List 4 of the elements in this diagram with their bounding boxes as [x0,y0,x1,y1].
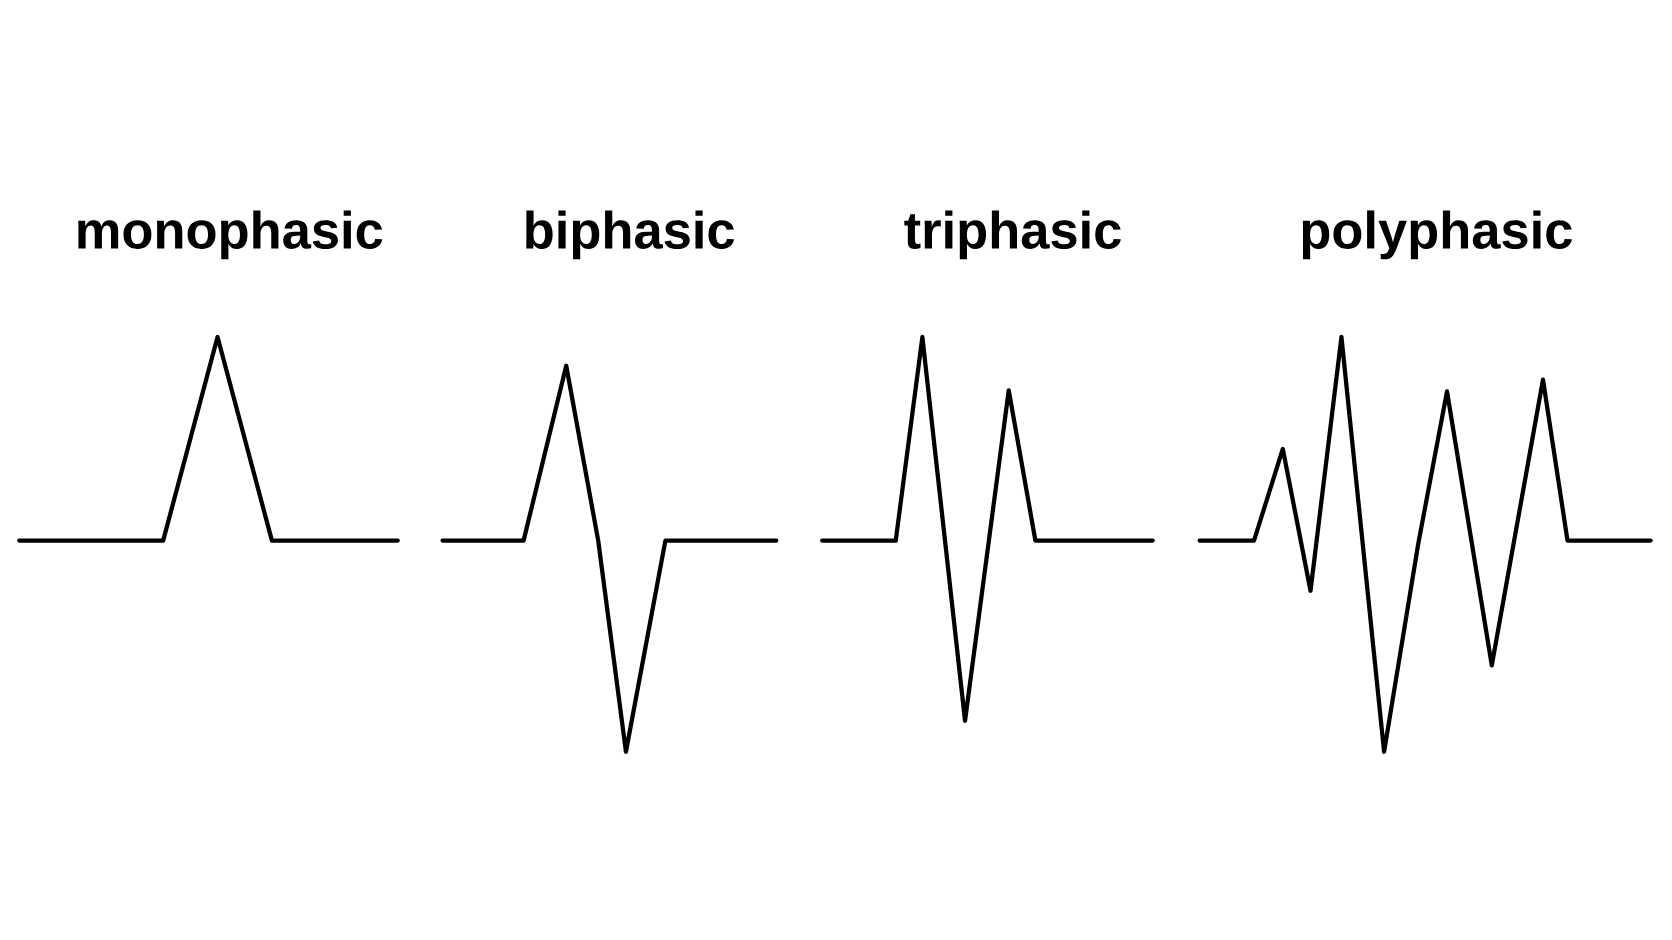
waveform-label: biphasic [526,210,735,260]
waveform-label: triphasic [904,210,1121,260]
waveform-label: monophasic [78,210,383,260]
waveform-label: polyphasic [1302,210,1572,260]
